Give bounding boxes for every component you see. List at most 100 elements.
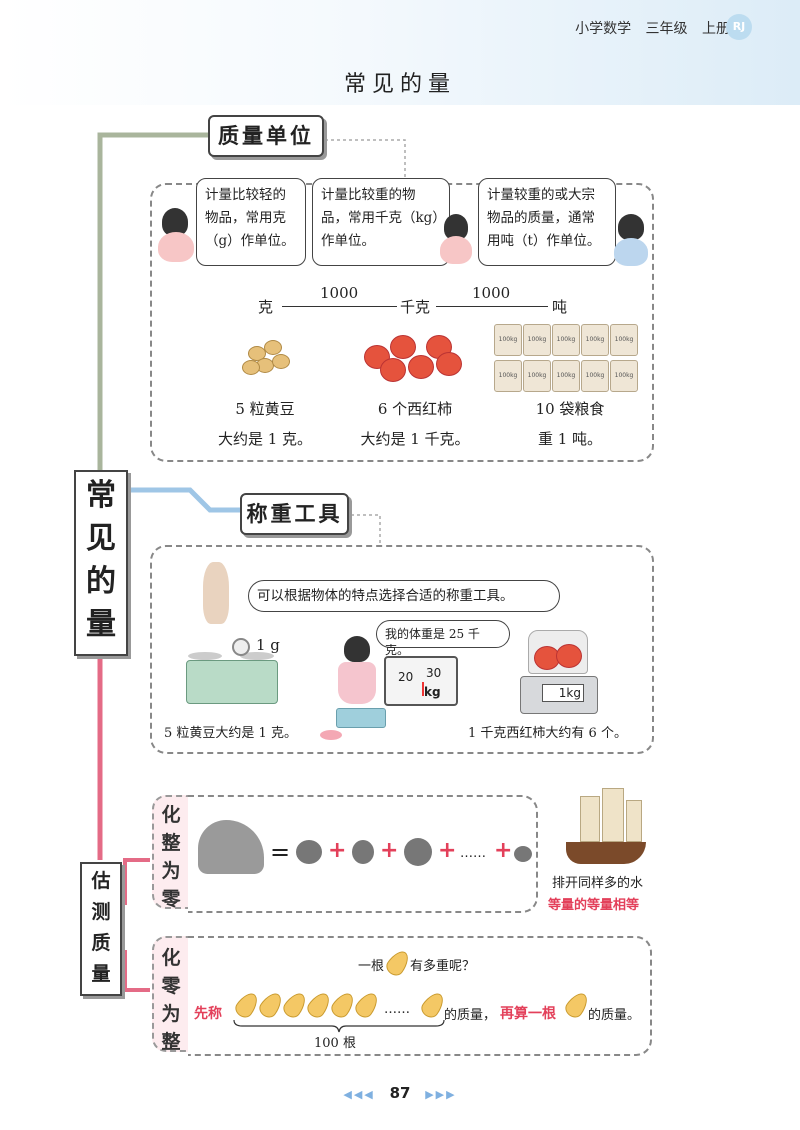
book-info: 小学数学 三年级 上册 [565, 18, 730, 38]
stone-icon [404, 838, 432, 866]
split-method-panel [188, 795, 538, 913]
example-grain-line2: 重 1 吨。 [537, 430, 603, 448]
scale-needle [422, 682, 424, 696]
next-arrows-icon: ▶▶▶ [425, 1088, 457, 1101]
balance-pan-left [188, 652, 222, 660]
speech-bubble-gram: 计量比较轻的物品，常用克（g）作单位。 [196, 178, 306, 266]
weighing-tools-panel [150, 545, 654, 754]
tomato-icon [556, 644, 582, 668]
page-footer: ◀◀◀ 87 ▶▶▶ [0, 1084, 800, 1102]
scale-dial-zoom [384, 656, 458, 706]
dotted-link-1 [325, 139, 406, 185]
bathroom-scale-icon [336, 708, 386, 728]
count-label: 100 根 [314, 1036, 356, 1051]
grain-sack-icon: 100kg [581, 324, 609, 356]
stone-icon [514, 846, 532, 862]
connector-to-combine [123, 950, 150, 992]
plus-sign: + [438, 838, 457, 863]
connector-to-weighing-tool [120, 487, 240, 513]
estimate-node: 估 测 质 量 [80, 862, 122, 996]
ship-sail [626, 800, 642, 842]
page-number: 87 [389, 1084, 411, 1102]
stone-icon [352, 840, 374, 864]
example-grain-line1: 10 袋粮食 [535, 400, 605, 418]
book-volume: 上册 [702, 21, 730, 37]
publisher-badge: RJ [726, 14, 752, 40]
balance-weight-label: 1 g [256, 636, 280, 654]
tomato-icon [380, 358, 406, 382]
tomato-icon [408, 355, 434, 379]
then-label: 再算一根 [500, 1006, 556, 1022]
central-char: 的 [86, 564, 116, 599]
girl-speech-bubble: 我的体重是 25 千克。 [376, 620, 510, 657]
central-char: 量 [86, 607, 116, 642]
first-weigh-label: 先称 [194, 1006, 222, 1022]
tab-char: 零 [161, 975, 181, 997]
ellipsis: …… [460, 846, 486, 861]
tomato-icon [436, 352, 462, 376]
girl-2-hair [444, 214, 468, 240]
balance-dial [232, 638, 250, 656]
question-prefix: 一根 [358, 959, 385, 974]
central-char: 常 [86, 478, 116, 513]
tab-char: 为 [161, 860, 181, 882]
section-title-weighing-tools: 称重工具 [240, 493, 349, 535]
tab-char: 零 [161, 888, 181, 910]
mass-text-b: 的质量。 [588, 1008, 641, 1023]
digital-scale-display: 1kg [542, 684, 584, 702]
estimate-char: 估 [91, 870, 111, 892]
ship-sail [580, 796, 600, 842]
scale-line-2 [436, 306, 548, 307]
tab-char: 整 [161, 1031, 181, 1053]
dotted-link-2 [345, 514, 381, 545]
estimate-char: 测 [91, 901, 111, 923]
example-beans-line2: 大约是 1 克。 [217, 430, 313, 448]
estimate-char: 量 [91, 963, 111, 985]
scale-line-1 [282, 306, 397, 307]
stone-icon [296, 840, 322, 864]
grain-sack-icon: 100kg [494, 360, 522, 392]
unit-gram: 克 [258, 298, 274, 316]
combine-method-tab: 化 零 为 整 [152, 936, 188, 1053]
unit-ton: 吨 [552, 298, 568, 316]
tomato-icon [390, 335, 416, 359]
plus-sign: + [380, 838, 399, 863]
shoes-icon [320, 730, 342, 740]
soybean-icon [264, 340, 282, 355]
header-band [0, 0, 800, 105]
girl-3-dress [338, 662, 376, 704]
book-subject: 小学数学 [575, 21, 632, 37]
section-title-mass-unit: 质量单位 [208, 115, 324, 157]
factor-1000-b: 1000 [472, 284, 511, 302]
grain-sack-icon: 100kg [581, 360, 609, 392]
speech-bubble-kilogram: 计量比较重的物品，常用千克（kg）作单位。 [312, 178, 450, 266]
ellipsis: …… [384, 1002, 410, 1017]
rabbit-icon [203, 562, 229, 624]
ship-icon [566, 842, 646, 864]
split-method-tab: 化 整 为 零 [152, 795, 188, 910]
scale-tick-20: 20 [398, 670, 414, 684]
girl-1-body [158, 232, 194, 262]
caption-digital-scale: 1 千克西红柿大约有 6 个。 [468, 726, 627, 741]
page-title: 常见的量 [343, 72, 456, 97]
connector-to-mass-unit [97, 132, 210, 470]
scale-unit-kg: kg [424, 685, 441, 699]
grain-sack-icon: 100kg [552, 324, 580, 356]
rabbit-speech-bubble: 可以根据物体的特点选择合适的称重工具。 [248, 580, 560, 612]
brace-icon [233, 1019, 445, 1033]
ship-line-2: 等量的等量相等 [548, 898, 640, 913]
tab-char: 整 [161, 832, 181, 854]
plus-sign: + [328, 838, 347, 863]
girl-2-body [440, 236, 472, 264]
scale-tick-30: 30 [426, 666, 442, 680]
example-tomatoes-line1: 6 个西红柿 [377, 400, 453, 418]
mass-text-a: 的质量， [444, 1008, 497, 1023]
connector-to-split [123, 858, 150, 905]
tab-char: 化 [161, 947, 181, 969]
soybean-icon [242, 360, 260, 375]
grain-sack-icon: 100kg [494, 324, 522, 356]
tab-char: 化 [161, 804, 181, 826]
equals-sign: = [270, 838, 291, 866]
girl-3-hair [344, 636, 370, 662]
factor-1000-a: 1000 [320, 284, 359, 302]
